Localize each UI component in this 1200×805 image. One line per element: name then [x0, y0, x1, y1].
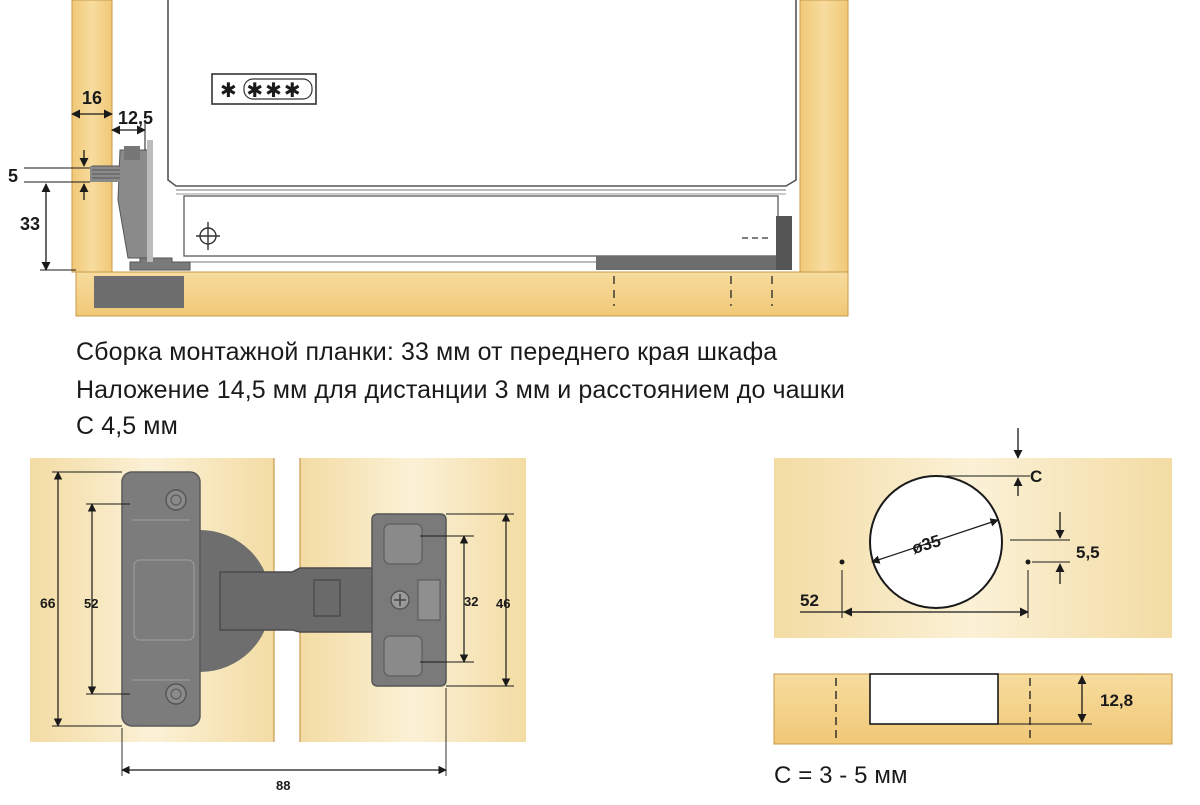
door-panel	[75, 271, 849, 317]
dim-5-5-label: 5,5	[1076, 543, 1100, 562]
mounting-plate-section	[90, 140, 191, 308]
dim-52-plan-label: 52	[800, 591, 819, 610]
runner-bracket	[776, 216, 792, 270]
right-side-panel	[799, 0, 849, 273]
hinge-front-view: 66 52 32 46 88	[30, 458, 526, 793]
cup-plate-recess	[133, 559, 195, 641]
screw-icon-bottom	[165, 683, 187, 705]
caption-line-1: Сборка монтажной планки: 33 мм от передн…	[76, 338, 778, 366]
dim-16-label: 16	[82, 88, 102, 108]
diameter-line	[871, 518, 999, 564]
dim-5-label: 5	[8, 166, 18, 186]
cup-plate-lines	[132, 519, 190, 681]
runner-rail	[596, 256, 792, 270]
symbol-label-box: ✱ ✱✱✱	[211, 73, 317, 105]
screw-icon-top	[165, 489, 187, 511]
crosshair-icon	[196, 222, 220, 250]
hinge-cup-plate	[121, 471, 201, 727]
plate-slot-top	[383, 523, 423, 565]
top-section-view: ✱ ✱✱✱ 16 12,5 5	[8, 0, 849, 317]
dim-66-label: 66	[40, 595, 56, 611]
dim-12-8-label: 12,8	[1100, 691, 1133, 710]
dim-46-label: 46	[496, 596, 510, 611]
dim-12-5-label: 12,5	[118, 108, 153, 128]
plate-slot-bottom	[383, 635, 423, 677]
drilling-plan-view: ø35 C 5,5 52 12,8	[773, 428, 1173, 745]
dim-32-label: 32	[464, 594, 478, 609]
screw-hole-left	[839, 559, 845, 565]
plate-adjuster	[417, 579, 441, 621]
arm-window	[313, 579, 341, 617]
caption-line-3: С 4,5 мм	[76, 412, 178, 440]
caption-line-2: Наложение 14,5 мм для дистанции 3 мм и р…	[76, 376, 845, 404]
adjustment-screw-icon	[390, 590, 410, 610]
symbol-label-text: ✱ ✱✱✱	[220, 80, 303, 102]
dim-33-label: 33	[20, 214, 40, 234]
dim-c-label: C	[1030, 467, 1042, 486]
drawer-box	[167, 0, 797, 187]
formula-caption: С = 3 - 5 мм	[774, 762, 908, 789]
dim-88-label: 88	[276, 778, 290, 793]
cup-pocket	[869, 673, 999, 725]
hinge-arm	[219, 567, 373, 633]
drawer-front-rail	[183, 195, 779, 257]
dim-52-label: 52	[84, 596, 98, 611]
left-side-panel	[71, 0, 113, 273]
screw-hole-right	[1025, 559, 1031, 565]
